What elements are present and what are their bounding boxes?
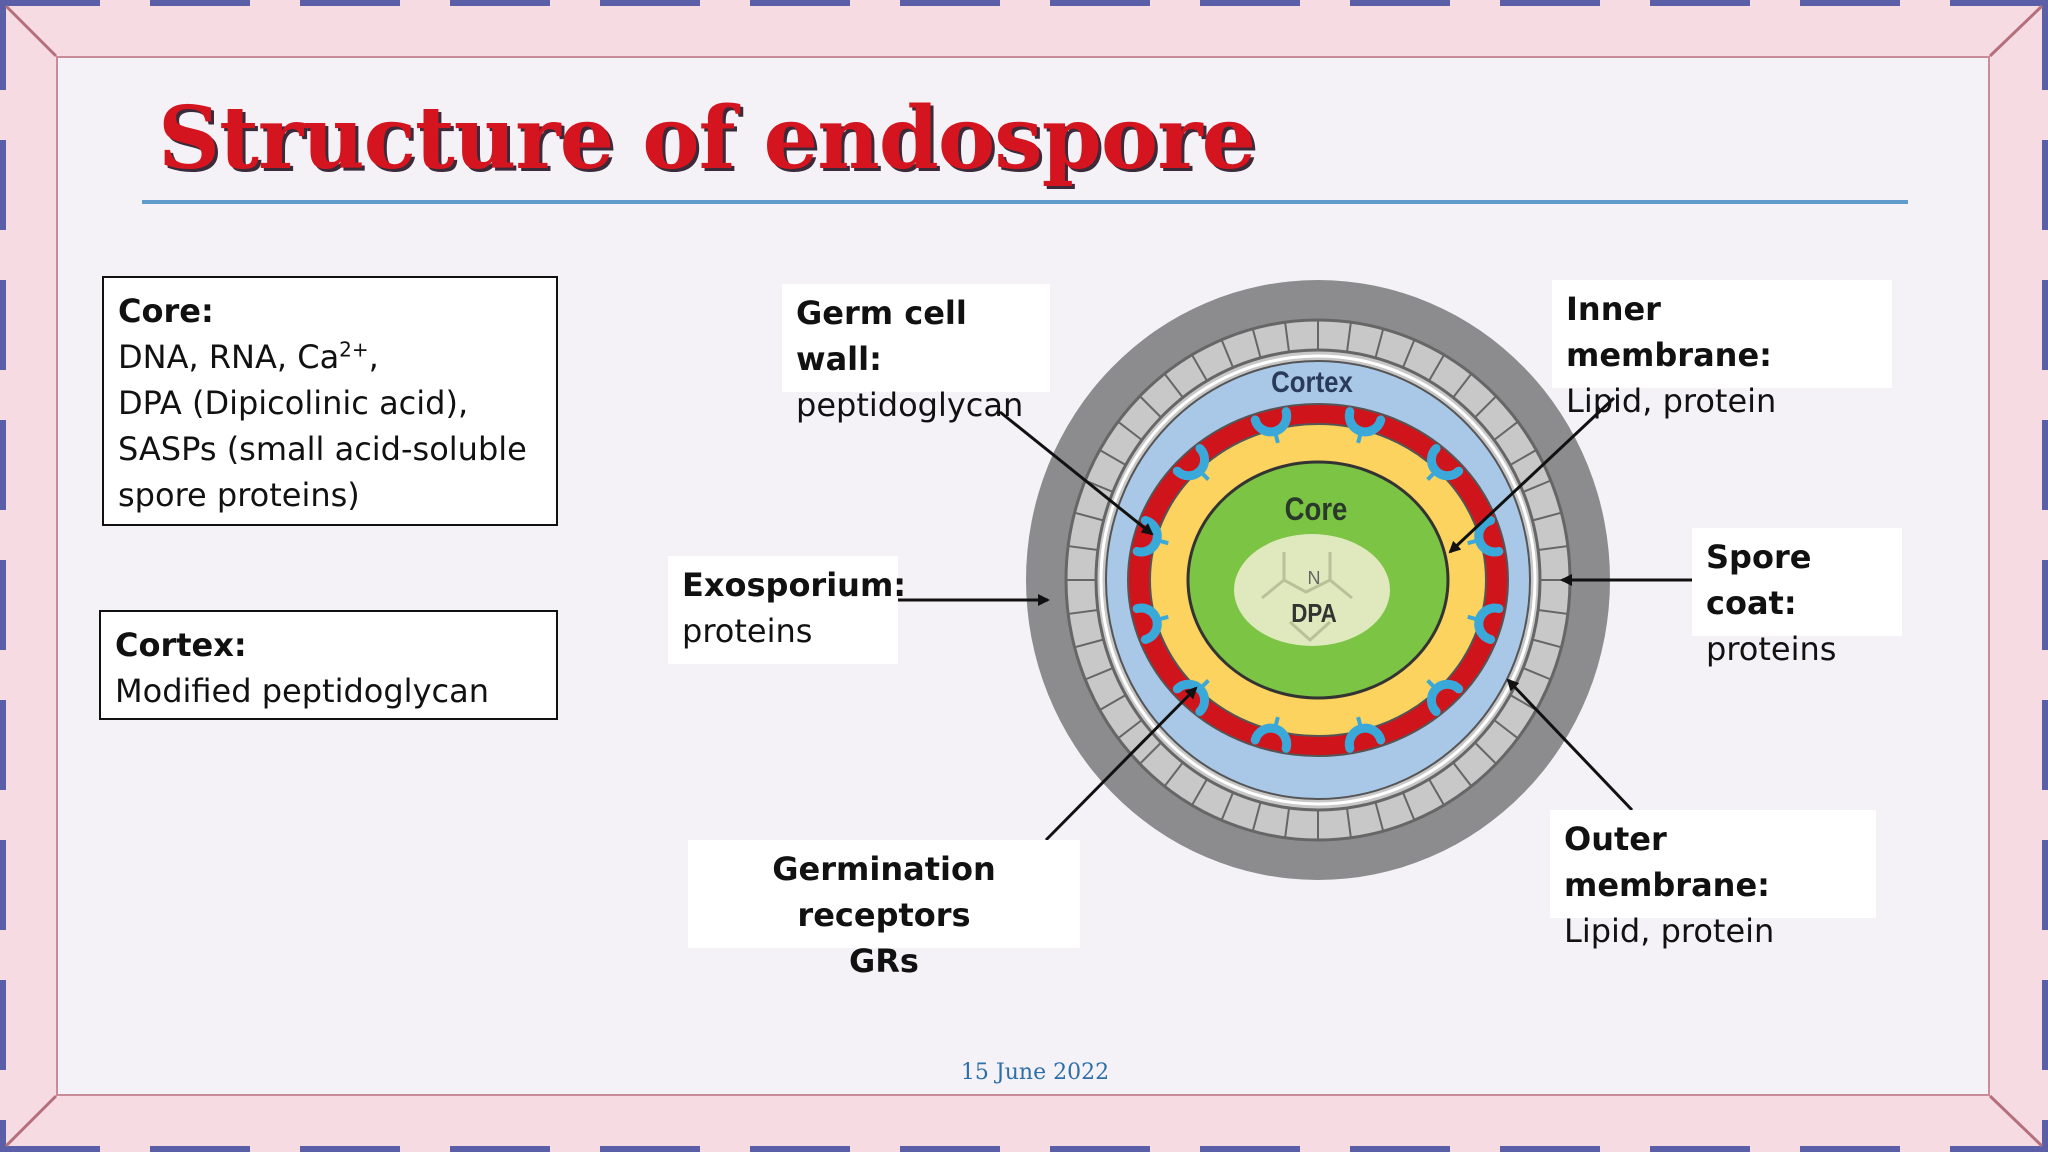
coat-tick (1493, 420, 1519, 441)
germination-receptor (1132, 603, 1169, 644)
coat-tick (1084, 667, 1114, 681)
dpa-inner-label: DPA (1291, 599, 1337, 628)
coat-tick (1537, 545, 1568, 551)
coat-tick (1474, 741, 1497, 765)
coat-tick (1474, 395, 1497, 419)
spore-coat-ticks (1066, 320, 1570, 840)
germination-receptor (1426, 679, 1464, 717)
border-dashes-right (2042, 0, 2048, 1152)
germination-receptor (1344, 716, 1386, 753)
coat-tick (1452, 373, 1473, 399)
coat-tick (1345, 807, 1352, 838)
coat-tick (1428, 354, 1445, 382)
core-inner-label: Core (1285, 492, 1348, 527)
dpa-molecule-sketch (1261, 552, 1353, 643)
coat-tick (1284, 322, 1291, 353)
label-germ-cell-wall: Germ cell wall: peptidoglycan (782, 284, 1050, 424)
coat-tick (1374, 328, 1385, 359)
label-inner-membrane: Inner membrane: Lipid, protein (1552, 280, 1892, 420)
title-underline (142, 200, 1908, 204)
coat-tick (1068, 609, 1099, 615)
border-dashes-top (0, 0, 2048, 6)
label-exosporium: Exosporium: proteins (668, 556, 906, 664)
coat-tick (1251, 328, 1262, 359)
coat-tick (1139, 741, 1162, 765)
coat-tick (1509, 694, 1537, 711)
coat-tick (1191, 778, 1208, 806)
slide-title: Structure of endospore (158, 88, 1256, 189)
coat-tick (1074, 638, 1104, 649)
coat-tick (1402, 339, 1416, 368)
coat-tick (1428, 778, 1445, 806)
arrow-inner-membrane (1448, 396, 1616, 554)
germination-receptor (1250, 716, 1292, 753)
germination-receptor (1172, 443, 1210, 481)
coat-tick (1139, 395, 1162, 419)
coat-tick (1099, 694, 1127, 711)
coat-tick (1374, 801, 1385, 832)
core-info-heading: Core: (118, 292, 214, 330)
coat-tick (1522, 479, 1552, 493)
coat-tick (1509, 449, 1537, 466)
coat-tick (1191, 354, 1208, 382)
coat-tick (1163, 761, 1184, 787)
coat-tick (1537, 609, 1568, 615)
core-info-line-2: DPA (Dipicolinic acid), (118, 384, 469, 422)
label-germination-receptors: Germination receptors GRs (688, 840, 1080, 980)
slide-date: 15 June 2022 (960, 1060, 1110, 1085)
spore-coat-inner-line (1094, 348, 1542, 812)
coat-tick (1068, 545, 1099, 551)
coat-tick (1493, 719, 1519, 740)
outer-membrane-line (1099, 354, 1537, 806)
arrow-outer-membrane (1506, 678, 1634, 812)
coat-tick (1522, 667, 1552, 681)
cortex-info-box: Cortex: Modified peptidoglycan (99, 610, 558, 720)
germination-receptor (1172, 679, 1210, 717)
label-spore-coat: Spore coat: proteins (1692, 528, 1902, 668)
coat-tick (1345, 322, 1352, 353)
nitrogen-atom-label: N (1308, 568, 1321, 588)
coat-tick (1284, 807, 1291, 838)
border-dashes-left (0, 0, 6, 1152)
core-info-line-1: DNA, RNA, Ca2+, (118, 337, 379, 376)
coat-tick (1452, 761, 1473, 787)
coat-tick (1532, 511, 1562, 522)
germination-receptor (1344, 407, 1386, 444)
coat-tick (1074, 511, 1104, 522)
core-info-line-4: spore proteins) (118, 476, 360, 514)
coat-tick (1532, 638, 1562, 649)
coat-tick (1099, 449, 1127, 466)
germination-receptor (1426, 443, 1464, 481)
label-outer-membrane: Outer membrane: Lipid, protein (1550, 810, 1876, 950)
core-info-box: Core: DNA, RNA, Ca2+, DPA (Dipicolinic a… (102, 276, 558, 526)
germination-receptor (1467, 516, 1504, 557)
germination-receptors (1132, 407, 1504, 753)
coat-tick (1402, 792, 1416, 821)
coat-tick (1117, 719, 1143, 740)
cortex-info-heading: Cortex: (115, 626, 247, 664)
arrow-germination-receptors (1044, 686, 1198, 842)
arrow-germ-cell-wall (999, 410, 1154, 536)
cortex-info-line-1: Modified peptidoglycan (115, 672, 489, 710)
coat-tick (1163, 373, 1184, 399)
core-info-line-3: SASPs (small acid-soluble (118, 430, 527, 468)
germination-receptor (1250, 407, 1292, 444)
coat-tick (1117, 420, 1143, 441)
coat-tick (1220, 792, 1234, 821)
coat-tick (1220, 339, 1234, 368)
germination-receptor (1467, 603, 1504, 644)
border-dashes-bottom (0, 1146, 2048, 1152)
coat-tick (1251, 801, 1262, 832)
cortex-inner-label: Cortex (1271, 365, 1353, 398)
